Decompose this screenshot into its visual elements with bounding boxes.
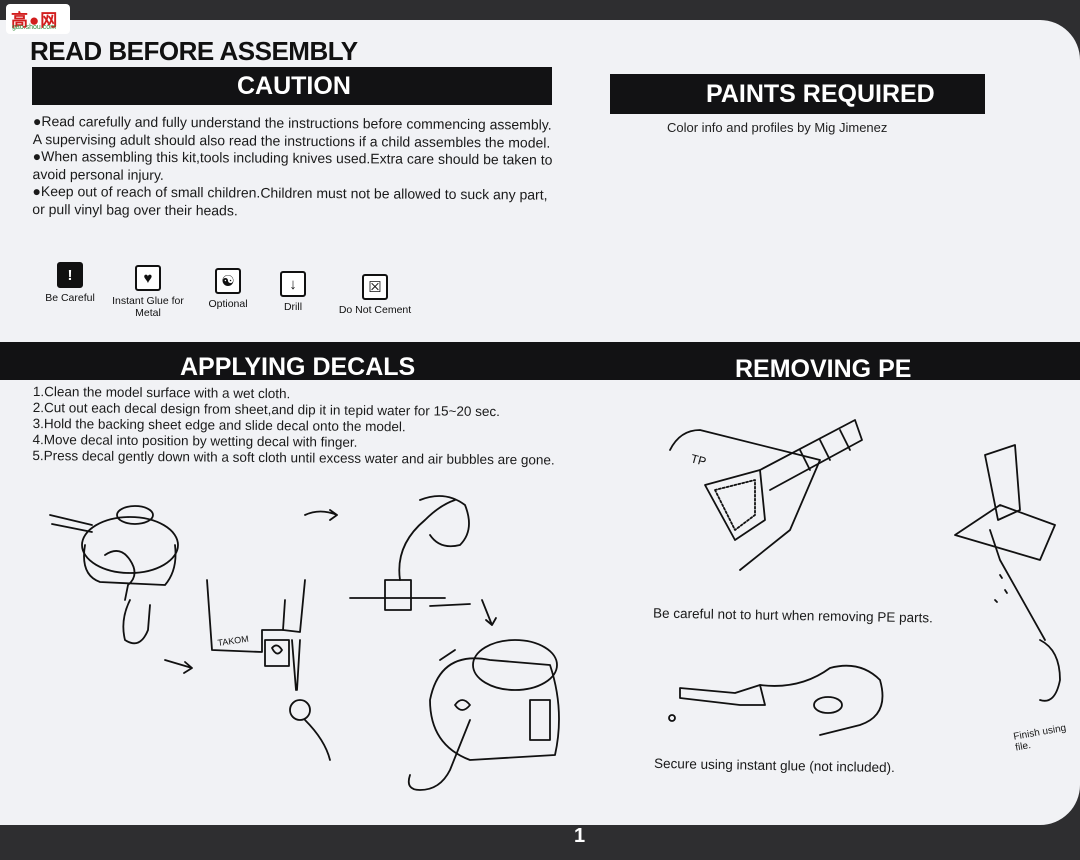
sheet-label: TAKOM xyxy=(217,634,249,648)
exclamation-icon: ! xyxy=(57,262,83,288)
turret-cleaning-illustration xyxy=(49,505,179,645)
symbol-label: Be Careful xyxy=(45,292,95,304)
symbol-label: Drill xyxy=(283,301,303,313)
watermark-text: 高●网 xyxy=(11,11,59,30)
caution-header-bar: CAUTION xyxy=(32,67,552,105)
pe-fret-cutting-illustration: TP xyxy=(669,419,863,571)
turret-decal-application-illustration xyxy=(407,639,560,791)
symbol-do-not-cement: ☒ Do Not Cement xyxy=(335,274,415,316)
page-number: 1 xyxy=(574,825,586,847)
decal-sheet-cutting-illustration: TAKOM xyxy=(206,579,331,761)
symbol-legend: ! Be Careful ♥ Instant Glue for Metal ☯ … xyxy=(35,262,435,322)
pe-fret-label: TP xyxy=(689,451,707,468)
arrow-icon xyxy=(164,659,193,674)
symbol-label: Instant Glue for Metal xyxy=(112,295,184,319)
crossed-box-icon: ☒ xyxy=(362,274,388,300)
symbol-be-careful: ! Be Careful xyxy=(30,262,110,304)
symbol-drill: ↓ Drill xyxy=(253,271,333,313)
decals-heading: APPLYING DECALS xyxy=(180,353,416,381)
watermark-url: gao.shou.com xyxy=(12,24,56,31)
caution-heading: CAUTION xyxy=(237,72,351,100)
decal-water-dip-illustration xyxy=(349,495,471,611)
site-watermark-logo: 高●网 gao.shou.com xyxy=(6,4,70,34)
paints-header-bar: PAINTS REQUIRED xyxy=(610,74,985,114)
yin-yang-icon: ☯ xyxy=(215,268,241,294)
broken-heart-icon: ♥ xyxy=(135,265,161,291)
instruction-sheet xyxy=(0,20,1080,825)
decals-pe-header-bar: APPLYING DECALS REMOVING PE xyxy=(0,342,1080,383)
paints-info-text: Color info and profiles by Mig Jimenez xyxy=(667,120,888,135)
pe-heading: REMOVING PE xyxy=(735,355,912,383)
file-finishing-illustration xyxy=(954,444,1061,702)
paints-heading: PAINTS REQUIRED xyxy=(706,80,935,108)
symbol-label: Optional xyxy=(208,298,248,310)
arrow-icon xyxy=(481,599,497,626)
symbol-label: Do Not Cement xyxy=(338,304,412,316)
drill-icon: ↓ xyxy=(280,271,306,297)
arrow-icon xyxy=(304,509,338,521)
instant-glue-illustration xyxy=(668,664,884,736)
symbol-instant-glue: ♥ Instant Glue for Metal xyxy=(108,265,188,319)
page-title: READ BEFORE ASSEMBLY xyxy=(30,36,358,66)
symbol-optional: ☯ Optional xyxy=(188,268,268,310)
